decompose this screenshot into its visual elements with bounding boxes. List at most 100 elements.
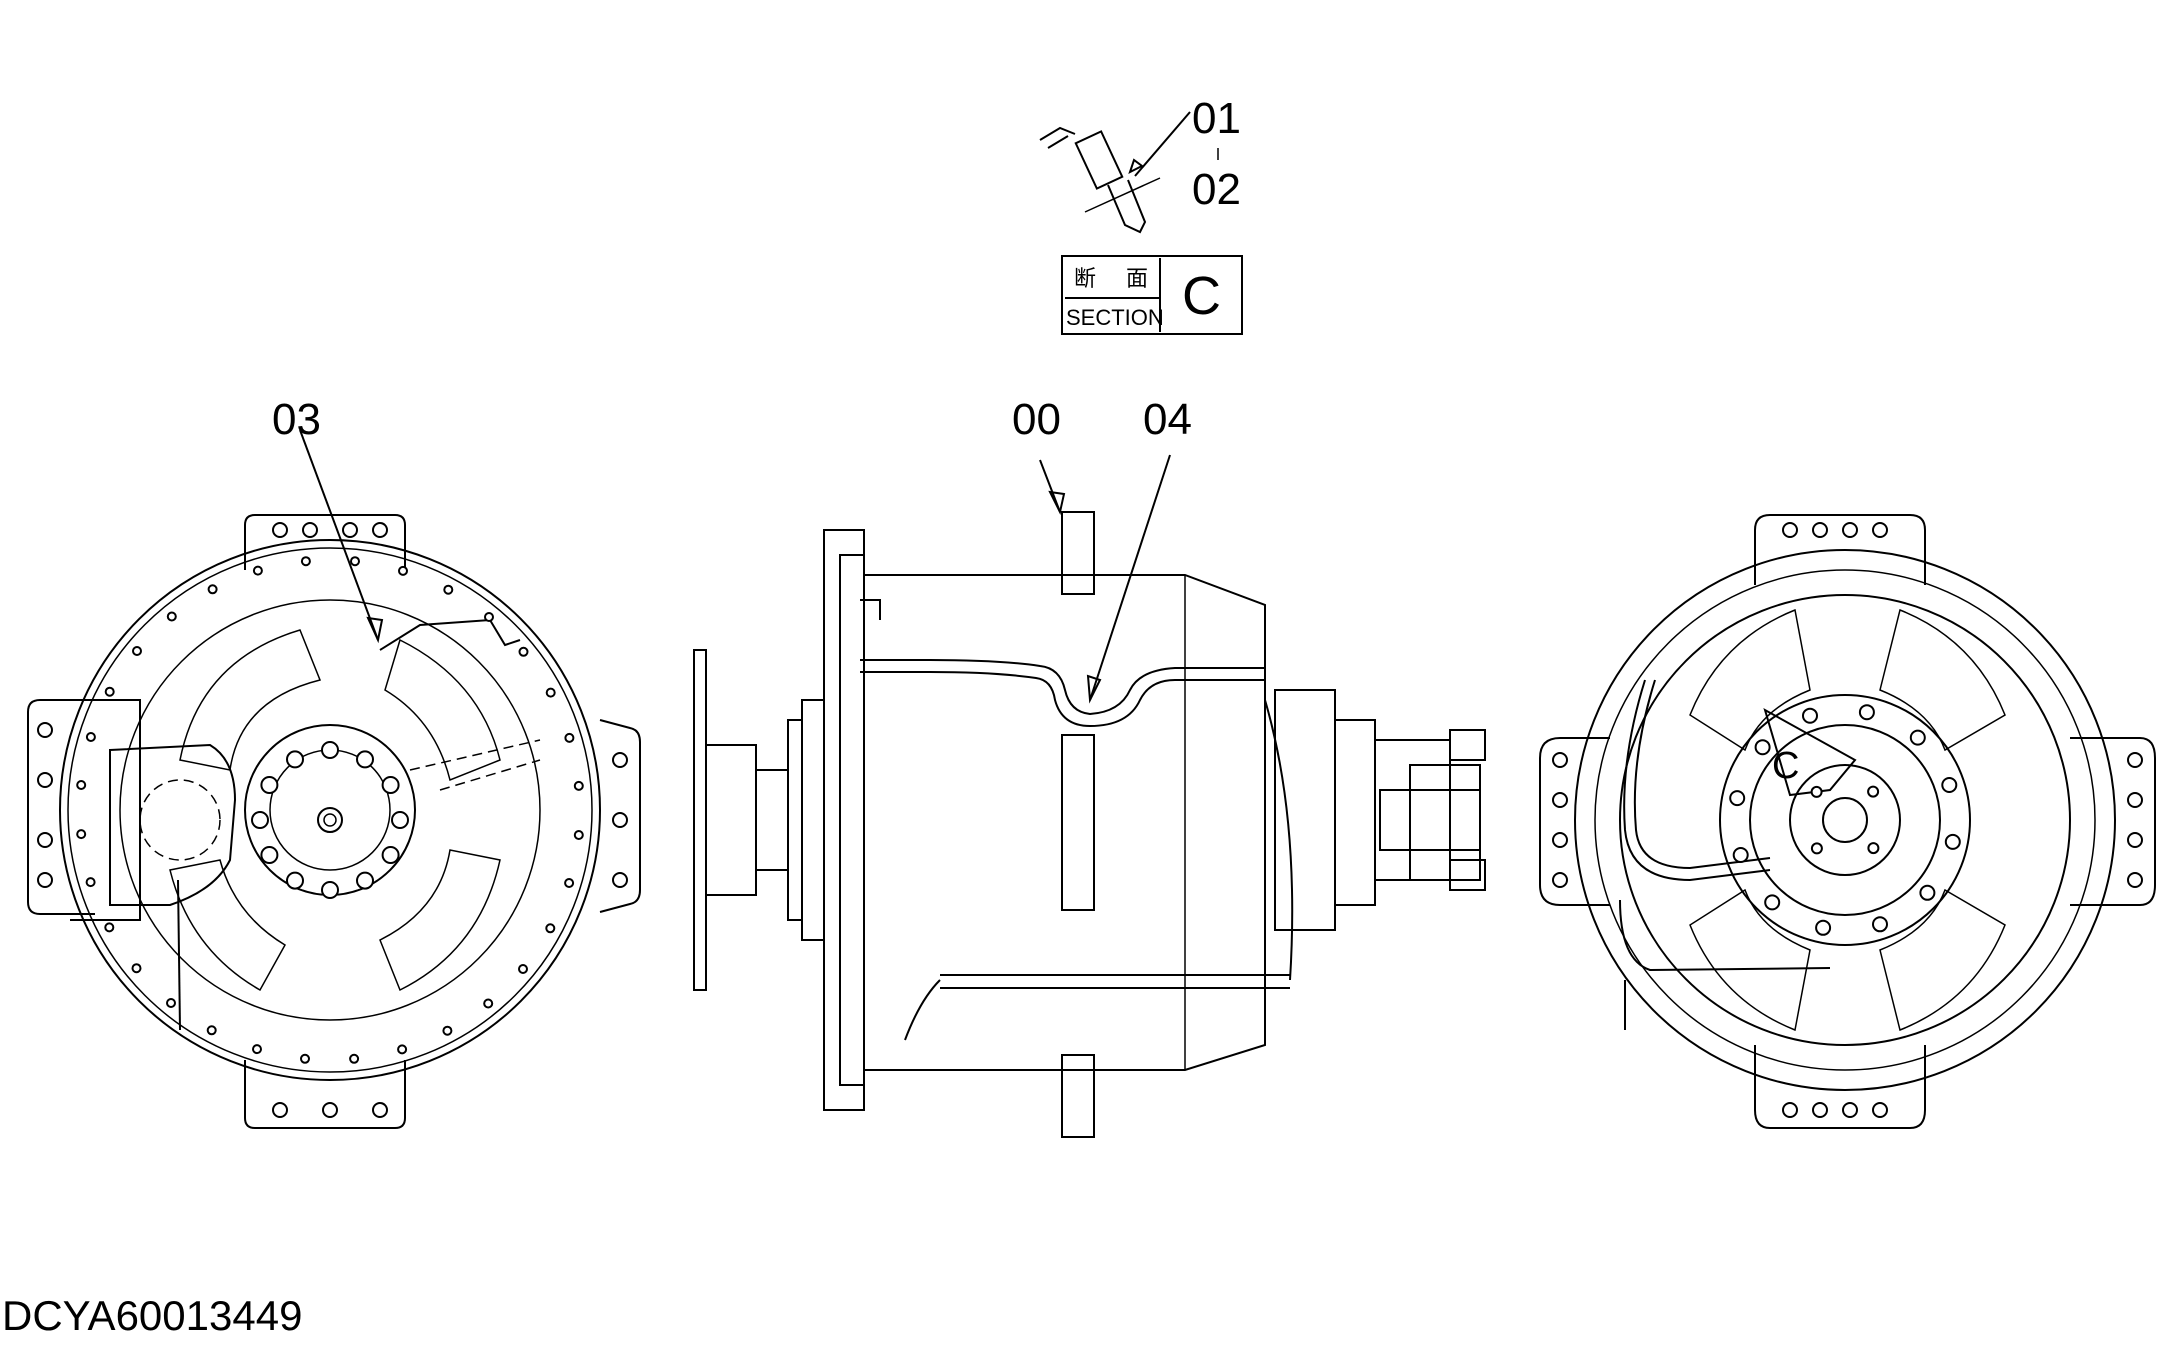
bolt-hole — [356, 871, 374, 890]
bolt-hole — [252, 1044, 262, 1055]
bolt-hole — [132, 646, 142, 656]
lug-bolt — [1842, 1102, 1858, 1118]
lug-bolt — [1552, 792, 1568, 808]
bolt-hole — [397, 1044, 408, 1055]
bolt-hole — [349, 1053, 360, 1064]
lug-bolt — [37, 872, 53, 888]
lug-bolt — [37, 722, 53, 738]
bolt-hole — [286, 871, 304, 890]
lug-bolt — [1782, 522, 1798, 538]
bolt-hole — [391, 811, 409, 829]
bolt-hole — [131, 963, 142, 974]
bolt-hole — [518, 964, 528, 974]
lug-bolt — [302, 522, 318, 538]
section-kanji-2: 面 — [1126, 266, 1148, 291]
lug-bolt — [1782, 1102, 1798, 1118]
bolt-hole — [545, 687, 556, 698]
section-word: SECTION — [1066, 305, 1164, 330]
bolt-hole — [1754, 739, 1771, 756]
lug-bolt — [372, 1102, 388, 1118]
bolt-hole — [1919, 884, 1936, 901]
bolt-hole — [206, 1025, 217, 1036]
lug-bolt — [2127, 872, 2143, 888]
bolt-hole — [1944, 833, 1961, 850]
bolt-hole — [260, 776, 279, 794]
bolt-hole — [76, 829, 87, 840]
bolt-hole — [1764, 894, 1781, 911]
bolt-hole — [356, 750, 374, 769]
bolt-hole — [1815, 919, 1832, 936]
bolt-hole — [321, 741, 339, 759]
bolt-hole — [1872, 916, 1888, 933]
bolt-hole — [1858, 704, 1875, 721]
lug-bolt — [322, 1102, 338, 1118]
lug-bolt — [612, 812, 628, 828]
bolt-hole — [104, 922, 115, 933]
lug-bolt — [1552, 872, 1568, 888]
bolt-hole — [573, 830, 584, 840]
lug-bolt — [272, 522, 288, 538]
lug-bolt — [2127, 832, 2143, 848]
lug-bolt — [1872, 1102, 1888, 1118]
bolt-hole — [286, 750, 304, 769]
bolt-holes — [37, 522, 2143, 1118]
left-front-view — [27, 429, 641, 1129]
bolt-hole — [483, 998, 494, 1009]
bolt-hole — [381, 846, 400, 864]
right-rear-view — [1539, 514, 2156, 1129]
lug-bolt — [1842, 522, 1858, 538]
bolt-hole — [350, 556, 360, 567]
lug-bolt — [272, 1102, 288, 1118]
bolt-hole — [545, 923, 556, 934]
lug-bolt — [1812, 522, 1828, 538]
bolt-hole — [398, 565, 408, 576]
bolt-hole — [166, 998, 176, 1008]
bolt-hole — [104, 686, 115, 697]
lug-bolt — [2127, 792, 2143, 808]
lug-bolt — [2127, 752, 2143, 768]
bolt-hole — [166, 611, 177, 622]
section-c-detail — [1039, 111, 1219, 234]
bolt-hole — [564, 732, 575, 743]
bolt-hole — [518, 646, 529, 657]
section-label-box: 断 面 SECTION C — [1061, 255, 1243, 335]
bolt-hole — [260, 846, 279, 864]
bolt-hole — [1810, 842, 1823, 855]
section-kanji-1: 断 — [1074, 266, 1096, 291]
drawing-id: DCYA60013449 — [2, 1292, 302, 1339]
lug-bolt — [1552, 752, 1568, 768]
bolt-hole — [1729, 790, 1746, 807]
bolt-hole — [573, 780, 584, 791]
bolt-hole — [300, 556, 311, 567]
bolt-hole — [321, 881, 339, 899]
lug-bolt — [612, 872, 628, 888]
lug-bolt — [372, 522, 388, 538]
lug-bolt — [342, 522, 358, 538]
bolt-hole — [85, 877, 96, 888]
bolt-hole — [1810, 785, 1823, 798]
bolt-hole — [251, 811, 269, 829]
callout-03: 03 — [272, 395, 321, 444]
bolt-hole — [85, 732, 96, 742]
bolt-hole — [1909, 729, 1926, 746]
bolt-hole — [381, 776, 400, 794]
bolt-hole — [300, 1053, 310, 1064]
callout-00: 00 — [1012, 395, 1061, 444]
bolt-hole — [442, 1025, 453, 1036]
bolt-hole — [1867, 842, 1880, 855]
bolt-hole — [1802, 707, 1818, 724]
lug-bolt — [37, 772, 53, 788]
bolt-hole — [207, 584, 218, 595]
bolt-hole — [76, 780, 87, 790]
callout-01: 01 — [1192, 94, 1241, 143]
bolt-hole — [443, 584, 454, 595]
bolt-hole — [1867, 785, 1880, 798]
callout-02: 02 — [1192, 165, 1241, 214]
section-letter: C — [1182, 266, 1221, 326]
lug-bolt — [1812, 1102, 1828, 1118]
bolt-hole — [1941, 777, 1958, 793]
lug-bolt — [1552, 832, 1568, 848]
view-marker-c: C — [1772, 745, 1799, 787]
callout-04: 04 — [1143, 395, 1192, 444]
